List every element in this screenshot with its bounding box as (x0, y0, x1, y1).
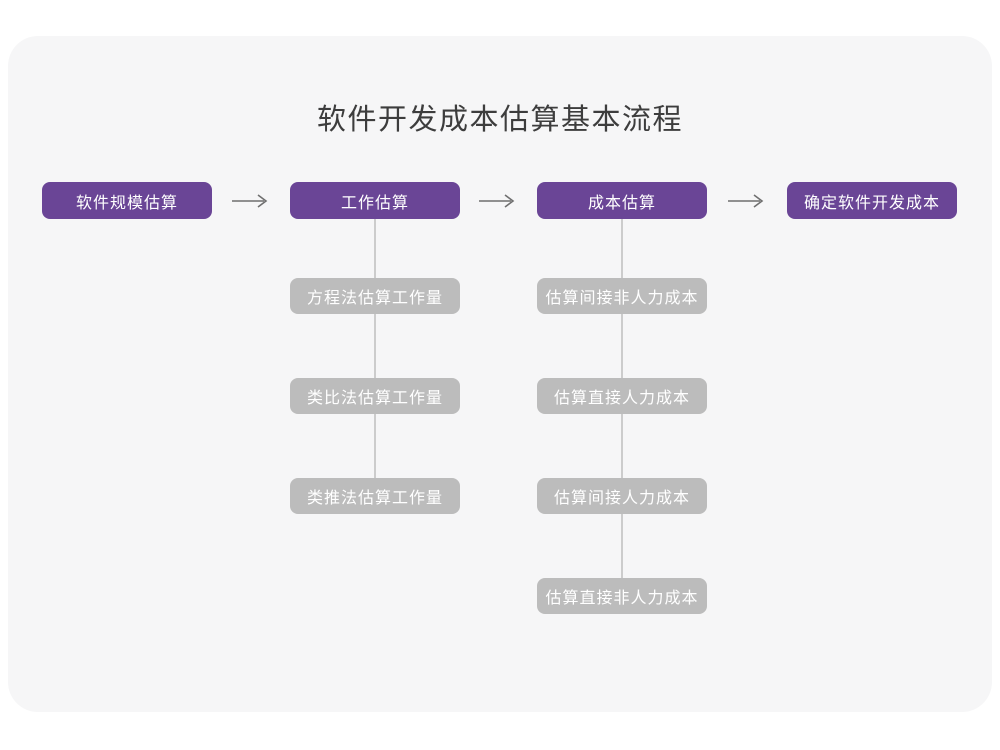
right-arrow-icon (479, 194, 515, 208)
subnode-label: 估算直接非人力成本 (545, 590, 699, 607)
diagram-card (8, 36, 992, 712)
flow-node-label: 确定软件开发成本 (803, 194, 940, 212)
flow-node-work-estimation: 工作估算 (290, 182, 460, 219)
flow-node-cost-estimation: 成本估算 (537, 182, 707, 219)
right-arrow-icon (232, 194, 268, 208)
flow-node-label: 成本估算 (587, 194, 656, 212)
flow-node-determine-development-cost: 确定软件开发成本 (787, 182, 957, 219)
flow-node-label: 软件规模估算 (75, 194, 178, 212)
subnode-label: 估算间接非人力成本 (545, 290, 699, 307)
subnode-label: 估算直接人力成本 (553, 390, 690, 407)
subnode-label: 估算间接人力成本 (553, 490, 690, 507)
subnode-direct-nonlabor-cost: 估算直接非人力成本 (537, 578, 707, 614)
subnode-extrapolation-method-workload: 类推法估算工作量 (290, 478, 460, 514)
subnode-label: 类推法估算工作量 (306, 490, 443, 507)
subnode-indirect-nonlabor-cost: 估算间接非人力成本 (537, 278, 707, 314)
right-arrow-icon (728, 194, 764, 208)
subnode-label: 方程法估算工作量 (306, 290, 443, 307)
subnode-equation-method-workload: 方程法估算工作量 (290, 278, 460, 314)
flow-node-software-scale-estimation: 软件规模估算 (42, 182, 212, 219)
diagram-title: 软件开发成本估算基本流程 (316, 104, 683, 136)
connector-line-work-column (374, 219, 376, 478)
subnode-analogy-method-workload: 类比法估算工作量 (290, 378, 460, 414)
subnode-indirect-labor-cost: 估算间接人力成本 (537, 478, 707, 514)
subnode-label: 类比法估算工作量 (306, 390, 443, 407)
subnode-direct-labor-cost: 估算直接人力成本 (537, 378, 707, 414)
flow-node-label: 工作估算 (340, 194, 409, 212)
